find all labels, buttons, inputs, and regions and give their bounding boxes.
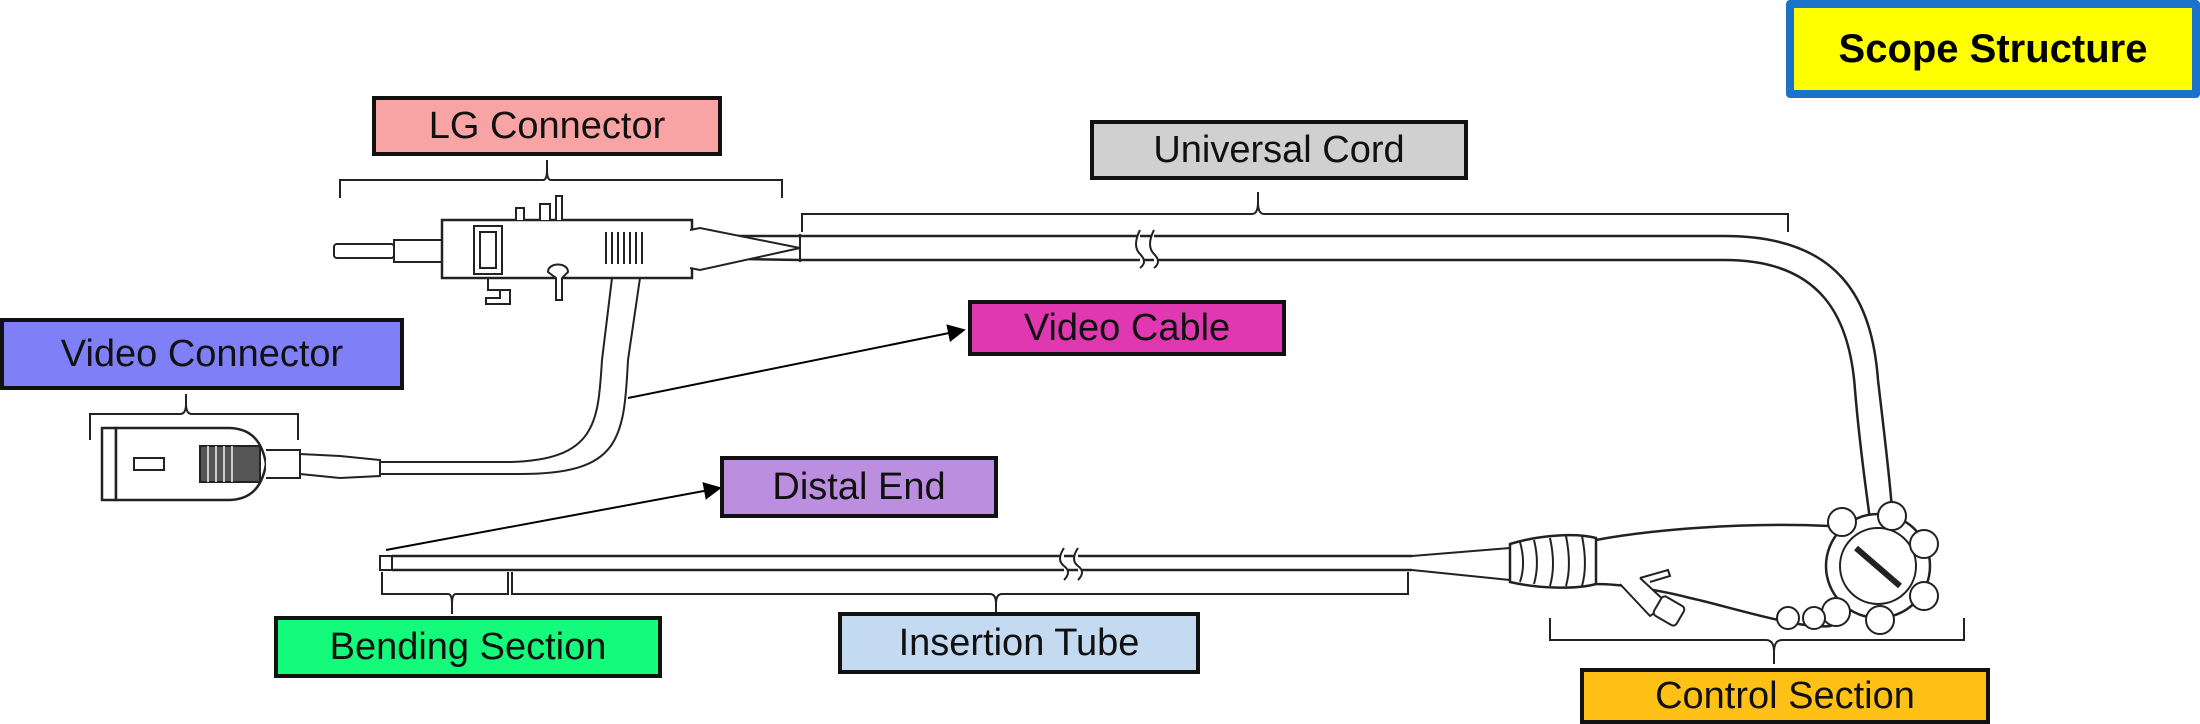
lg-connector-tail — [689, 226, 801, 272]
title-box: Scope Structure — [1786, 0, 2200, 98]
label-insertion-tube: Insertion Tube — [838, 612, 1200, 674]
label-distal-end: Distal End — [720, 456, 998, 518]
universal-cord-outline-top — [688, 234, 1894, 511]
bracket-universal-cord — [801, 192, 1789, 232]
bracket-control-section — [1549, 618, 1965, 664]
bracket-bending-section — [381, 572, 509, 614]
lg-connector-pin-collar — [393, 239, 445, 263]
label-control-section: Control Section — [1580, 668, 1990, 724]
lg-connector-pin — [333, 243, 395, 259]
video-cable-outline-2 — [380, 277, 641, 475]
video-connector-endplate — [100, 426, 118, 502]
label-video-connector: Video Connector — [0, 318, 404, 390]
universal-cord-break — [1135, 229, 1159, 269]
control-knob — [1821, 501, 1939, 635]
label-lg-connector: LG Connector — [372, 96, 722, 156]
video-cable-outline-1 — [380, 277, 613, 463]
insertion-tube-break — [1059, 547, 1083, 581]
distal-tip — [379, 555, 393, 571]
label-bending-section: Bending Section — [274, 616, 662, 678]
bracket-insertion-tube — [511, 572, 1409, 614]
universal-cord-outline-bottom — [687, 256, 1872, 521]
video-connector-grip — [199, 445, 261, 483]
label-video-cable: Video Cable — [968, 300, 1286, 356]
control-lever — [1639, 568, 1672, 583]
lg-connector-vent-slots — [605, 232, 643, 264]
suction-port-cap — [1652, 595, 1686, 627]
lg-connector-valves — [485, 263, 570, 305]
arrow-distal-end — [385, 482, 722, 551]
control-grip-ribs — [1519, 535, 1586, 587]
control-buttons — [1776, 606, 1826, 630]
video-connector-neck — [266, 449, 381, 480]
bracket-lg-connector — [339, 160, 783, 198]
arrow-video-cable — [627, 324, 966, 399]
lg-connector-knobs — [515, 195, 563, 220]
insertion-tube-taper — [1411, 547, 1511, 581]
bracket-video-connector — [89, 394, 299, 440]
label-universal-cord: Universal Cord — [1090, 120, 1468, 180]
